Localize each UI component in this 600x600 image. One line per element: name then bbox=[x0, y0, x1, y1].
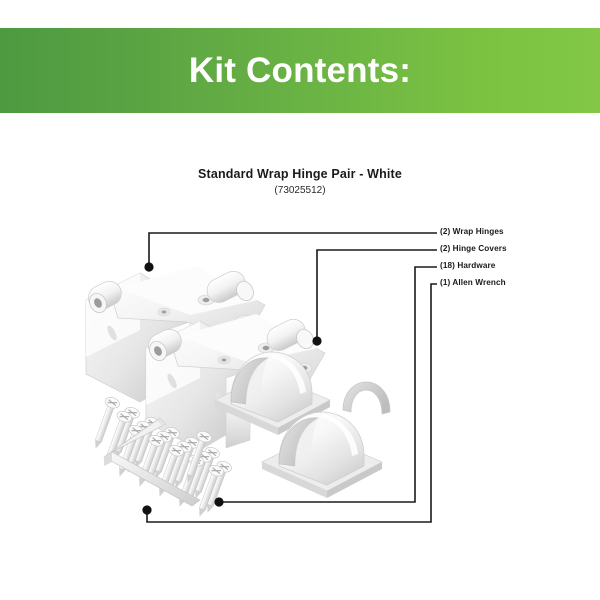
anchor-dot-hinge-covers bbox=[312, 336, 322, 346]
hinge-cover-1 bbox=[214, 351, 331, 435]
screw bbox=[94, 397, 120, 449]
leader-hinge-covers bbox=[316, 249, 437, 341]
product-title: Standard Wrap Hinge Pair - White bbox=[198, 167, 402, 181]
leader-hardware bbox=[219, 266, 437, 503]
part-allen-wrench bbox=[103, 417, 201, 507]
anchor-dot-hardware bbox=[214, 497, 224, 507]
product-sku: (73025512) bbox=[274, 185, 326, 196]
anchor-dot-allen-wrench bbox=[142, 505, 152, 515]
hinge-cover-arch-detail bbox=[342, 381, 391, 415]
leader-allen-wrench bbox=[146, 283, 437, 523]
callout-label-wrap-hinges: (2) Wrap Hinges bbox=[440, 227, 504, 236]
screw bbox=[154, 427, 180, 479]
header-banner: Kit Contents: bbox=[0, 28, 600, 113]
callout-anchor-dots bbox=[142, 262, 322, 515]
leader-wrap-hinges bbox=[148, 232, 437, 267]
callout-leader-lines bbox=[146, 232, 437, 523]
screw bbox=[186, 431, 212, 483]
hinge-cover-2 bbox=[261, 411, 383, 498]
screw bbox=[198, 465, 224, 517]
part-hinge-covers bbox=[214, 351, 391, 498]
page-title: Kit Contents: bbox=[188, 51, 412, 90]
part-wrap-hinges bbox=[85, 266, 326, 451]
wrap-hinge-1 bbox=[85, 266, 266, 403]
callout-label-hardware: (18) Hardware bbox=[440, 261, 496, 270]
anchor-dot-wrap-hinges bbox=[144, 262, 154, 272]
callout-label-allen-wrench: (1) Allen Wrench bbox=[440, 278, 506, 287]
callout-label-hinge-covers: (2) Hinge Covers bbox=[440, 244, 507, 253]
screw bbox=[206, 461, 232, 513]
